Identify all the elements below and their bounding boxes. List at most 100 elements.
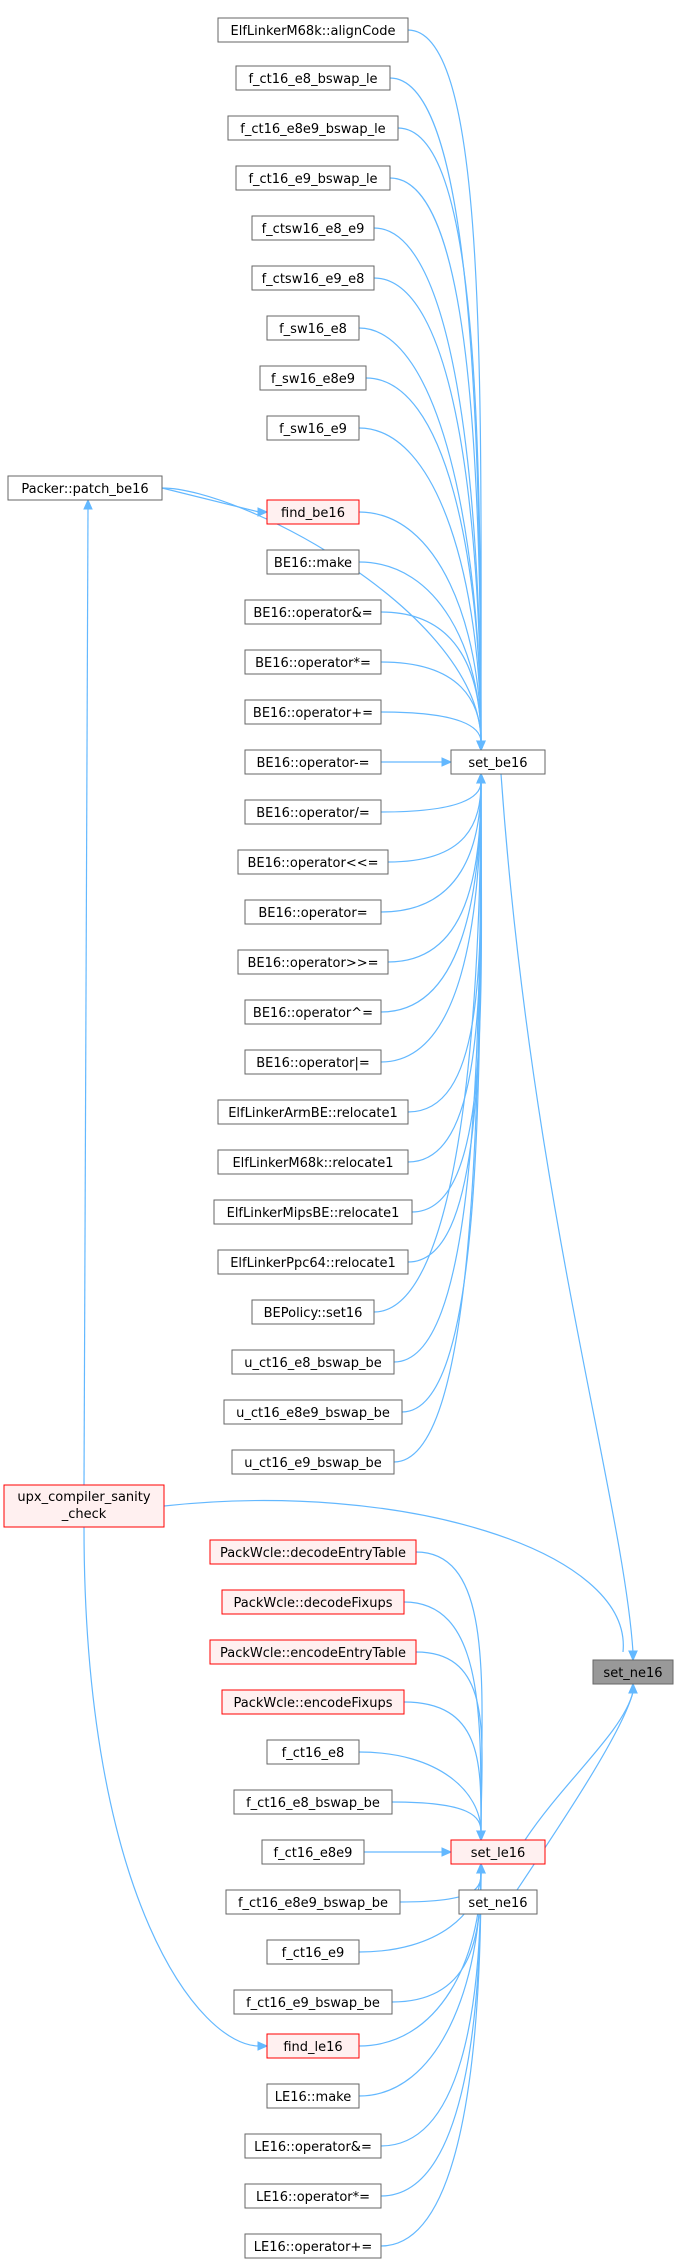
node-f-ctsw16-e8-e9[interactable]: f_ctsw16_e8_e9 bbox=[251, 215, 375, 241]
node-label: PackWcle::decodeEntryTable bbox=[220, 1546, 406, 1561]
node-upx-compiler-sanity-check[interactable]: upx_compiler_sanity_check bbox=[3, 1484, 165, 1528]
edge-arrowhead bbox=[628, 1650, 638, 1662]
node-packwcle-decodefixups[interactable]: PackWcle::decodeFixups bbox=[221, 1589, 405, 1615]
edge-upx-compiler-sanity-to-set-ne16 bbox=[163, 1500, 624, 1653]
node-set-ne16[interactable]: set_ne16 bbox=[458, 1889, 538, 1915]
edge-f-sw16-e8-to-set-be16 bbox=[358, 327, 482, 743]
node-f-sw16-e9[interactable]: f_sw16_e9 bbox=[266, 415, 360, 441]
edges-layer bbox=[83, 29, 638, 2247]
edge-f-ct16-e9-to-set-le16 bbox=[358, 1871, 482, 1953]
node-label: BE16::operator&= bbox=[253, 606, 372, 621]
node-box bbox=[235, 65, 391, 91]
node-f-ct16-e8-bswap-be[interactable]: f_ct16_e8_bswap_be bbox=[233, 1789, 393, 1815]
node-f-ct16-e8-bswap-le[interactable]: f_ct16_e8_bswap_le bbox=[235, 65, 391, 91]
node-box bbox=[244, 799, 382, 825]
edge-packwcle-decodeentrytable-to-set-le16 bbox=[415, 1551, 483, 1833]
edge-elflinkerm68k-relocate1-to-set-be16 bbox=[407, 781, 482, 1163]
edge-elflinkerarmbe-relocate1-to-set-be16 bbox=[407, 781, 482, 1113]
node-f-ct16-e8[interactable]: f_ct16_e8 bbox=[266, 1739, 360, 1765]
edge-le16-operator-to-set-le16 bbox=[380, 1871, 482, 2197]
node-label: BEPolicy::set16 bbox=[264, 1306, 363, 1321]
node-label: find_be16 bbox=[281, 506, 345, 521]
edge-arrowhead bbox=[476, 1862, 486, 1874]
node-le16-operator[interactable]: LE16::operator*= bbox=[244, 2183, 382, 2209]
node-f-ctsw16-e9-e8[interactable]: f_ctsw16_e9_e8 bbox=[251, 265, 375, 291]
edge-arrowhead bbox=[476, 772, 486, 784]
node-bepolicy-set16[interactable]: BEPolicy::set16 bbox=[251, 1299, 375, 1325]
node-be16-operator[interactable]: BE16::operator/= bbox=[244, 799, 382, 825]
node-box bbox=[227, 115, 399, 141]
node-box bbox=[217, 1249, 409, 1275]
node-label: Packer::patch_be16 bbox=[21, 482, 148, 497]
node-label: BE16::operator-= bbox=[256, 756, 369, 771]
node-box bbox=[244, 749, 382, 775]
node-label: BE16::operator^= bbox=[253, 1006, 373, 1021]
node-find-le16[interactable]: find_le16 bbox=[266, 2033, 360, 2059]
node-be16-operator[interactable]: BE16::operator|= bbox=[244, 1049, 382, 1075]
node-f-ct16-e9-bswap-le[interactable]: f_ct16_e9_bswap_le bbox=[235, 165, 391, 191]
node-le16-make[interactable]: LE16::make bbox=[266, 2083, 360, 2109]
node-f-sw16-e8e9[interactable]: f_sw16_e8e9 bbox=[259, 365, 367, 391]
edge-f-ct16-e8e9-bswap-le-to-set-be16 bbox=[397, 127, 482, 743]
edge-u-ct16-e8e9-bswap-be-to-set-be16 bbox=[401, 781, 482, 1413]
node-label: find_le16 bbox=[283, 2040, 342, 2055]
node-box bbox=[266, 1739, 360, 1765]
node-label: BE16::operator|= bbox=[256, 1056, 370, 1071]
node-label: set_ne16 bbox=[468, 1896, 527, 1911]
edge-find-be16-to-set-be16 bbox=[358, 511, 482, 743]
node-box bbox=[244, 2183, 382, 2209]
node-u-ct16-e9-bswap-be[interactable]: u_ct16_e9_bswap_be bbox=[231, 1449, 395, 1475]
node-be16-operator[interactable]: BE16::operator*= bbox=[244, 649, 382, 675]
node-find-be16[interactable]: find_be16 bbox=[266, 499, 360, 525]
edge-be16-operator-to-set-be16 bbox=[380, 781, 482, 1013]
node-f-ct16-e8e9[interactable]: f_ct16_e8e9 bbox=[261, 1839, 365, 1865]
node-box bbox=[237, 949, 389, 975]
node-elflinkerm68k-relocate1[interactable]: ElfLinkerM68k::relocate1 bbox=[217, 1149, 409, 1175]
node-f-ct16-e8e9-bswap-be[interactable]: f_ct16_e8e9_bswap_be bbox=[225, 1889, 401, 1915]
node-be16-operator[interactable]: BE16::operator-= bbox=[244, 749, 382, 775]
node-u-ct16-e8e9-bswap-be[interactable]: u_ct16_e8e9_bswap_be bbox=[223, 1399, 403, 1425]
node-label: f_sw16_e9 bbox=[279, 422, 347, 437]
edge-packer-patch-be16-to-find-be16 bbox=[161, 487, 260, 513]
edge-arrowhead bbox=[257, 2041, 269, 2051]
node-packwcle-encodefixups[interactable]: PackWcle::encodeFixups bbox=[221, 1689, 405, 1715]
node-le16-operator[interactable]: LE16::operator+= bbox=[244, 2233, 382, 2259]
node-be16-operator[interactable]: BE16::operator<<= bbox=[237, 849, 389, 875]
node-label: LE16::operator+= bbox=[254, 2240, 372, 2255]
node-label: ElfLinkerArmBE::relocate1 bbox=[228, 1106, 398, 1121]
node-elflinkermipsbe-relocate1[interactable]: ElfLinkerMipsBE::relocate1 bbox=[213, 1199, 413, 1225]
edge-f-sw16-e8e9-to-set-be16 bbox=[365, 377, 482, 743]
node-be16-operator[interactable]: BE16::operator^= bbox=[244, 999, 382, 1025]
node-be16-operator[interactable]: BE16::operator+= bbox=[244, 699, 382, 725]
node-f-sw16-e8[interactable]: f_sw16_e8 bbox=[266, 315, 360, 341]
node-elflinkerarmbe-relocate1[interactable]: ElfLinkerArmBE::relocate1 bbox=[217, 1099, 409, 1125]
node-elflinkerm68k-aligncode[interactable]: ElfLinkerM68k::alignCode bbox=[217, 17, 409, 43]
node-elflinkerppc64-relocate1[interactable]: ElfLinkerPpc64::relocate1 bbox=[217, 1249, 409, 1275]
node-label: f_ctsw16_e9_e8 bbox=[262, 272, 365, 287]
node-box bbox=[592, 1659, 674, 1685]
node-f-ct16-e9[interactable]: f_ct16_e9 bbox=[266, 1939, 360, 1965]
node-box bbox=[244, 649, 382, 675]
node-be16-operator[interactable]: BE16::operator>>= bbox=[237, 949, 389, 975]
node-be16-make[interactable]: BE16::make bbox=[266, 549, 360, 575]
node-label: set_ne16 bbox=[603, 1666, 662, 1681]
edge-arrowhead bbox=[441, 757, 453, 767]
node-box bbox=[266, 2033, 360, 2059]
node-packer-patch-be16[interactable]: Packer::patch_be16 bbox=[7, 475, 163, 501]
node-set-le16[interactable]: set_le16 bbox=[450, 1839, 546, 1865]
node-f-ct16-e9-bswap-be[interactable]: f_ct16_e9_bswap_be bbox=[233, 1989, 393, 2015]
node-be16-operator[interactable]: BE16::operator&= bbox=[244, 599, 382, 625]
node-set-be16[interactable]: set_be16 bbox=[450, 749, 546, 775]
node-packwcle-encodeentrytable[interactable]: PackWcle::encodeEntryTable bbox=[209, 1639, 417, 1665]
node-packwcle-decodeentrytable[interactable]: PackWcle::decodeEntryTable bbox=[209, 1539, 417, 1565]
edge-upx-compiler-sanity-to-packer-patch-be16 bbox=[83, 507, 89, 1486]
node-label: PackWcle::encodeEntryTable bbox=[220, 1646, 406, 1661]
node-box bbox=[231, 1349, 395, 1375]
edge-f-ct16-e8-to-set-le16 bbox=[358, 1751, 482, 1833]
node-be16-operator[interactable]: BE16::operator= bbox=[244, 899, 382, 925]
node-set-ne16-focus[interactable]: set_ne16 bbox=[592, 1659, 674, 1685]
node-box bbox=[244, 999, 382, 1025]
node-le16-operator[interactable]: LE16::operator&= bbox=[244, 2133, 382, 2159]
node-f-ct16-e8e9-bswap-le[interactable]: f_ct16_e8e9_bswap_le bbox=[227, 115, 399, 141]
node-u-ct16-e8-bswap-be[interactable]: u_ct16_e8_bswap_be bbox=[231, 1349, 395, 1375]
